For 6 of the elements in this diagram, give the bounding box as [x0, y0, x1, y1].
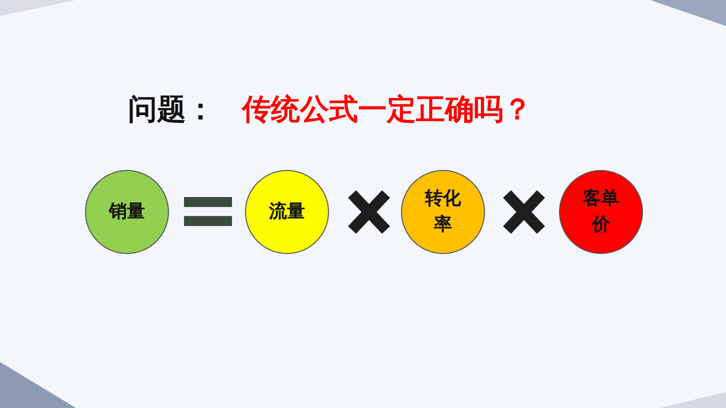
title: 问题： [128, 91, 215, 128]
node-label: 转化率 [424, 187, 462, 237]
title-question: 传统公式一定正确吗？ [242, 91, 532, 128]
node-label: 流量 [268, 200, 306, 224]
node-label: 客单价 [582, 187, 620, 237]
node-label: 销量 [108, 200, 146, 224]
